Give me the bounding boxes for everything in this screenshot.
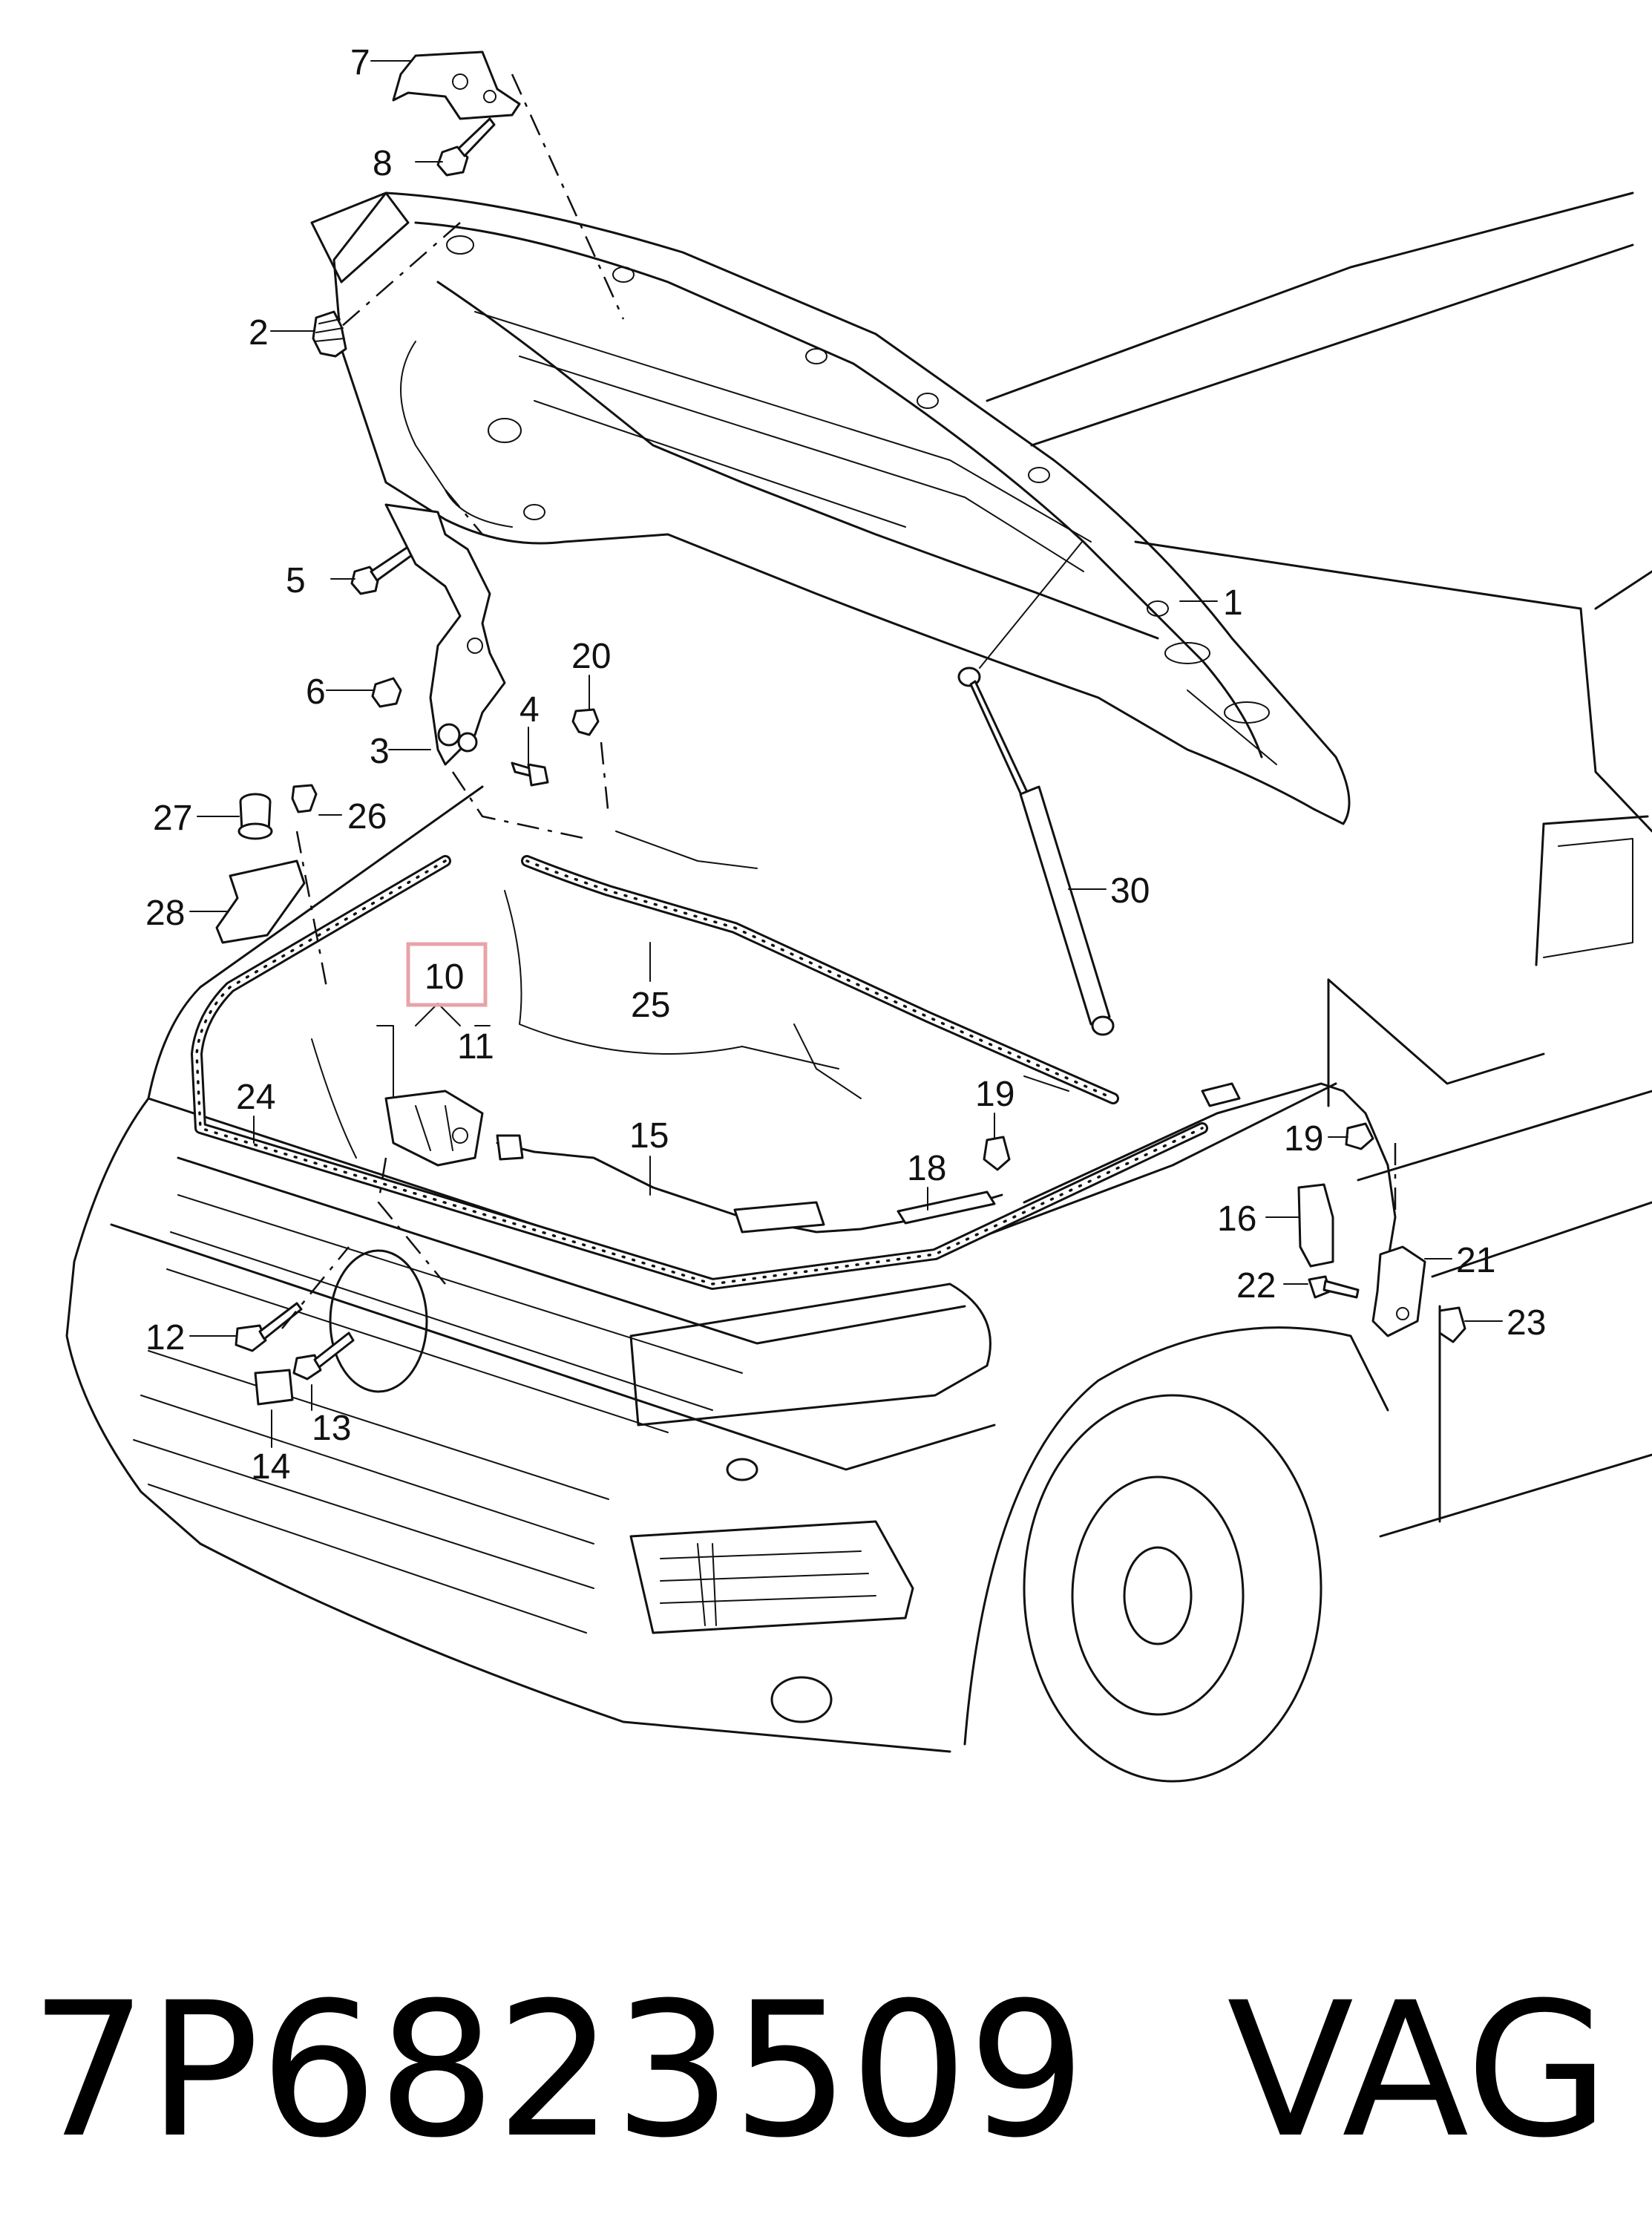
part-10-lock xyxy=(384,1090,484,1167)
part-3-hinge-lower xyxy=(384,503,506,766)
callout-19a: 19 xyxy=(975,1075,1015,1114)
callout-28: 28 xyxy=(145,894,185,933)
part-20-clip xyxy=(571,708,600,736)
hood-panel xyxy=(310,191,1351,825)
part-19-clip-b xyxy=(1345,1122,1374,1150)
part-21-release-handle xyxy=(1371,1245,1426,1337)
callout-10: 10 xyxy=(425,957,464,997)
part-30-gas-strut xyxy=(957,541,1115,1036)
callout-18: 18 xyxy=(907,1149,946,1188)
car-body xyxy=(65,191,1652,1783)
callout-27: 27 xyxy=(153,799,192,838)
assembly-lines xyxy=(281,73,1397,1329)
part-16-bracket xyxy=(1297,1183,1334,1268)
callout-11: 11 xyxy=(457,1027,494,1067)
callout-23: 23 xyxy=(1507,1303,1546,1343)
callout-21: 21 xyxy=(1456,1241,1495,1280)
part-18-cable-sleeve xyxy=(897,1190,996,1225)
part-2-buffer xyxy=(312,310,347,358)
part-19-clip-a xyxy=(983,1136,1011,1171)
release-cable xyxy=(1023,1082,1397,1263)
part-6-nut xyxy=(371,677,402,708)
callout-13: 13 xyxy=(312,1409,351,1448)
callout-8: 8 xyxy=(373,144,393,183)
part-number-footer: 7P6823509 VAG xyxy=(30,1959,1625,2182)
callout-2: 2 xyxy=(249,313,269,353)
highlight-box xyxy=(406,942,488,1007)
seal-strips xyxy=(191,855,1208,1290)
part-22-bolt xyxy=(1308,1275,1360,1299)
brand-label: VAG xyxy=(1227,1962,1610,2178)
part-28-bracket xyxy=(215,859,306,944)
part-13-bolt xyxy=(292,1331,355,1380)
callout-22: 22 xyxy=(1236,1266,1276,1306)
callout-20: 20 xyxy=(571,637,611,676)
part-26-clip xyxy=(291,784,318,813)
part-14-nut xyxy=(254,1369,294,1406)
callout-12: 12 xyxy=(145,1318,185,1357)
callout-labels: 1 2 3 4 5 6 7 8 10 11 12 13 14 15 16 18 … xyxy=(145,43,1546,1487)
part-8-bolt xyxy=(436,117,496,177)
callout-4: 4 xyxy=(519,690,540,730)
part-12-bolt xyxy=(235,1302,303,1352)
callout-5: 5 xyxy=(286,561,306,600)
callout-24: 24 xyxy=(236,1078,275,1117)
callout-3: 3 xyxy=(370,732,390,771)
callout-30: 30 xyxy=(1110,871,1150,911)
leader-lines xyxy=(189,60,1503,1448)
callout-14: 14 xyxy=(251,1447,290,1487)
part-23-clip xyxy=(1438,1306,1466,1343)
callout-19b: 19 xyxy=(1284,1119,1323,1159)
part-4-bolt xyxy=(511,761,549,787)
callout-6: 6 xyxy=(306,672,326,712)
part-27-buffer xyxy=(237,793,273,840)
part-7-hinge-upper xyxy=(392,50,521,120)
callout-1: 1 xyxy=(1223,583,1243,623)
callout-25: 25 xyxy=(631,986,670,1025)
part-number: 7P6823509 xyxy=(30,1962,1086,2178)
callout-26: 26 xyxy=(347,797,387,836)
callout-16: 16 xyxy=(1217,1199,1256,1239)
callout-7: 7 xyxy=(350,43,370,82)
callout-15: 15 xyxy=(629,1116,669,1156)
